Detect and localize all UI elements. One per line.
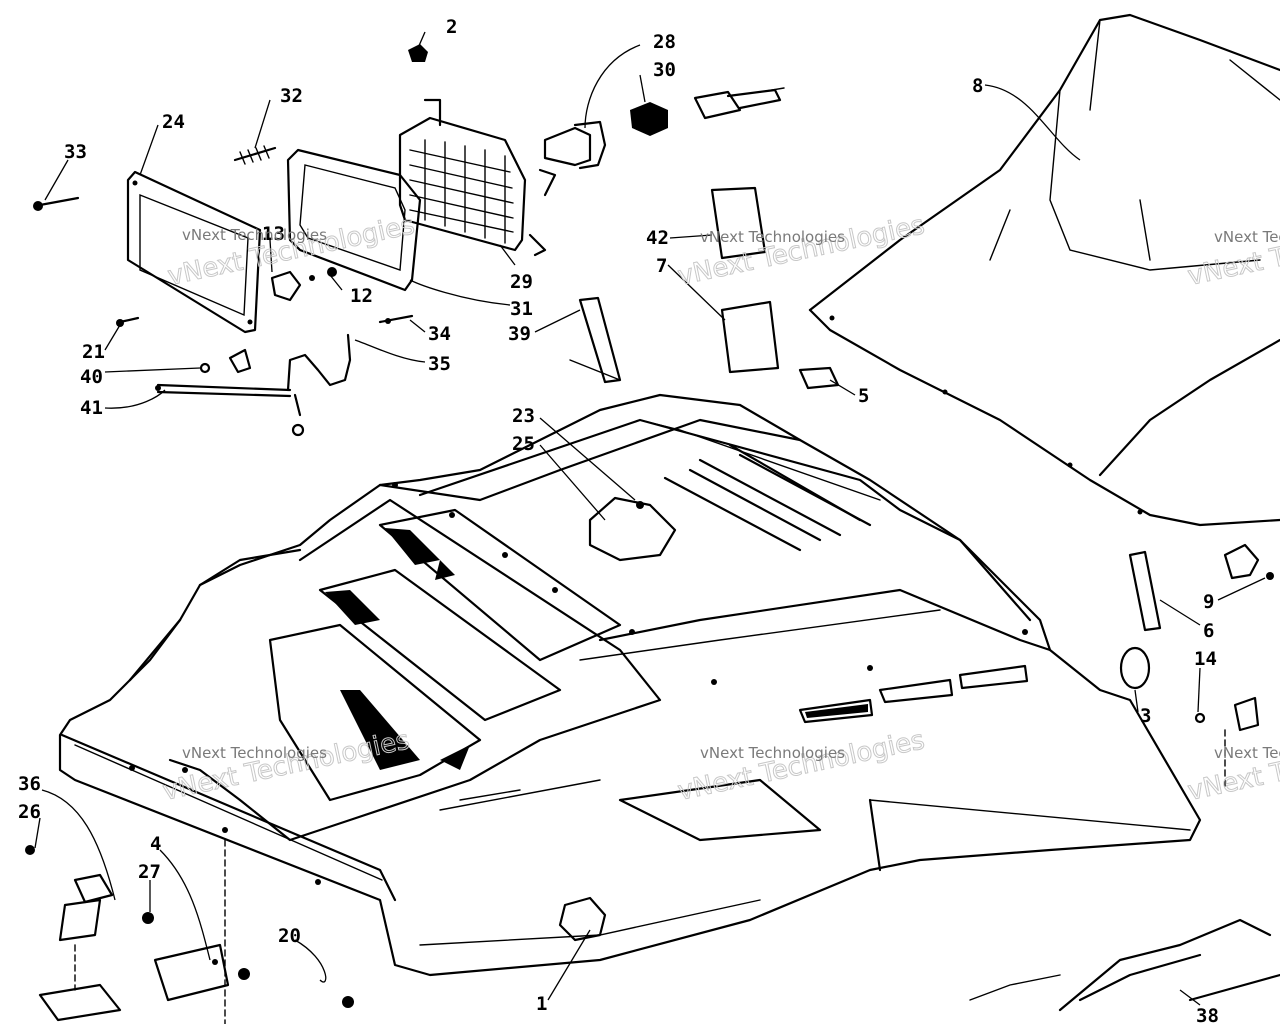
callout-27: 27 [138, 861, 161, 883]
callout-8: 8 [972, 75, 983, 97]
watermark-3: vNext Technologies [1214, 228, 1280, 246]
watermark-1: vNext Technologies [182, 226, 327, 244]
callout-34: 34 [428, 323, 451, 345]
watermark-6-outline: vNext Technologies [1185, 725, 1280, 807]
callout-25: 25 [512, 433, 535, 455]
callout-13: 13 [262, 223, 285, 245]
headlight-bezel [126, 148, 422, 334]
watermark-4-outline: vNext Technologies [160, 725, 412, 807]
callout-20: 20 [278, 925, 301, 947]
callout-9: 9 [1203, 591, 1214, 613]
hardware [25, 44, 1274, 1025]
callout-40: 40 [80, 366, 103, 388]
hood-body [58, 393, 1202, 977]
callout-21: 21 [82, 341, 105, 363]
callout-39: 39 [508, 323, 531, 345]
callout-24: 24 [162, 111, 185, 133]
bulb-and-socket [543, 87, 785, 170]
leader-lines [34, 31, 1266, 1006]
callout-35: 35 [428, 353, 451, 375]
callout-29: 29 [510, 271, 533, 293]
watermark-3-outline: vNext Technologies [1185, 210, 1280, 292]
callout-36: 36 [18, 773, 41, 795]
callout-1: 1 [536, 993, 547, 1015]
callout-26: 26 [18, 801, 41, 823]
callout-5: 5 [858, 385, 869, 407]
watermark-6: vNext Technologies [1214, 744, 1280, 762]
callout-38: 38 [1196, 1005, 1219, 1024]
callout-7: 7 [656, 255, 667, 277]
watermark-2-outline: vNext Technologies [675, 210, 927, 292]
callout-33: 33 [64, 141, 87, 163]
lynx-logo [969, 918, 1280, 1012]
callout-6: 6 [1203, 620, 1214, 642]
windshield [808, 13, 1280, 527]
callout-2: 2 [446, 16, 457, 38]
callout-31: 31 [510, 298, 533, 320]
callout-30: 30 [653, 59, 676, 81]
callout-14: 14 [1194, 648, 1217, 670]
callout-28: 28 [653, 31, 676, 53]
headlight [398, 98, 557, 257]
callout-labels: 2 28 30 32 24 33 8 42 7 13 12 29 31 39 2… [18, 16, 1219, 1027]
callout-42: 42 [646, 227, 669, 249]
callout-12: 12 [350, 285, 373, 307]
callout-41: 41 [80, 397, 103, 419]
watermark-5-outline: vNext Technologies [675, 725, 927, 807]
callout-4: 4 [150, 833, 161, 855]
callout-3: 3 [1140, 705, 1151, 727]
watermark-2: vNext Technologies [700, 228, 845, 246]
watermark-4: vNext Technologies [182, 744, 327, 762]
watermark-5: vNext Technologies [700, 744, 845, 762]
callout-23: 23 [512, 405, 535, 427]
callout-32: 32 [280, 85, 303, 107]
